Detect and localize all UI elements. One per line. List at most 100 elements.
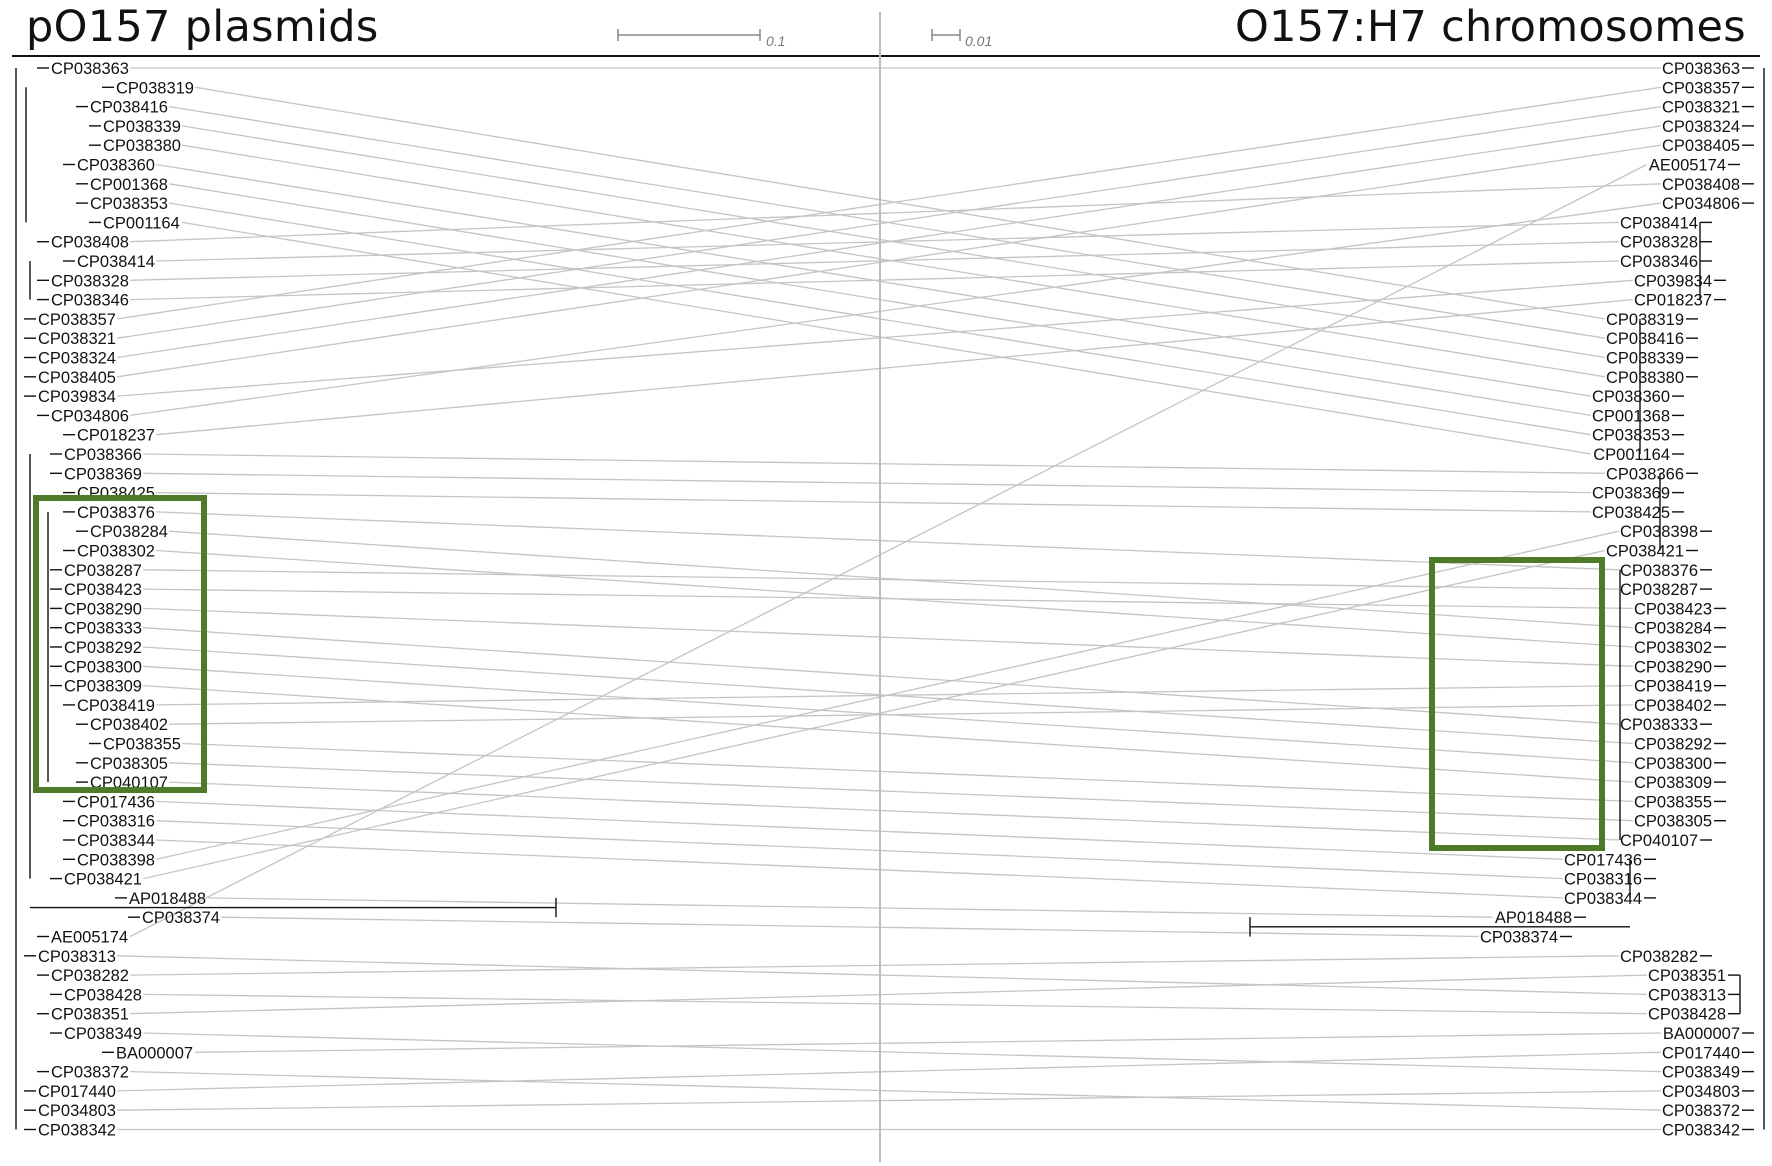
- right-leaf-label: CP038284: [1634, 620, 1712, 638]
- left-scale-bar: 0.1: [617, 29, 785, 49]
- right-leaf-label: CP038339: [1606, 350, 1684, 368]
- right-leaf-label: CP038363: [1662, 60, 1740, 78]
- left-leaf-label: CP038376: [77, 504, 155, 522]
- left-leaf-label: CP038398: [77, 851, 155, 869]
- connector-CP017436: [156, 800, 1563, 860]
- connector-CP017440: [117, 1051, 1661, 1092]
- left-leaf-label: CP038374: [142, 909, 220, 927]
- connector-CP038282: [130, 955, 1619, 976]
- right-leaf-label: CP038423: [1634, 600, 1712, 618]
- connector-CP038374: [221, 916, 1479, 938]
- connector-CP018237: [156, 298, 1633, 436]
- right-leaf-label: CP017436: [1564, 851, 1642, 869]
- right-tree: CP038363CP038357CP038321CP038324CP038405…: [1249, 60, 1765, 1140]
- left-leaf-label: CP038414: [77, 253, 155, 271]
- connector-CP038425: [156, 491, 1591, 513]
- connector-CP038287: [143, 569, 1619, 590]
- connector-CP039834: [117, 279, 1633, 397]
- left-highlight-box: [33, 495, 207, 793]
- left-leaf-label: CP038405: [38, 369, 116, 387]
- left-leaf-label: CP017436: [77, 793, 155, 811]
- connector-CP038309: [143, 684, 1633, 783]
- left-leaf-label: CP038351: [51, 1006, 129, 1024]
- right-leaf-label: CP038333: [1620, 716, 1698, 734]
- left-leaf-label: CP038284: [90, 523, 168, 541]
- right-leaf-label: CP038290: [1634, 658, 1712, 676]
- connector-CP040107: [169, 781, 1619, 841]
- right-leaf-label: CP038342: [1662, 1122, 1740, 1140]
- left-leaf-label: CP038309: [64, 678, 142, 696]
- right-leaf-label: CP038360: [1592, 388, 1670, 406]
- right-leaf-label: CP038305: [1634, 813, 1712, 831]
- left-leaf-label: CP038366: [64, 446, 142, 464]
- right-leaf-label: CP038428: [1648, 1006, 1726, 1024]
- right-leaf-label: CP040107: [1620, 832, 1698, 850]
- right-leaf-label: CP034806: [1662, 195, 1740, 213]
- right-leaf-label: CP017440: [1662, 1044, 1740, 1062]
- connector-CP038369: [143, 472, 1591, 494]
- right-leaf-label: CP038408: [1662, 176, 1740, 194]
- left-leaf-label: CP038333: [64, 620, 142, 638]
- connector-CP038316: [156, 820, 1563, 880]
- connector-CP034803: [117, 1090, 1661, 1111]
- connector-CP038321: [117, 105, 1661, 339]
- right-leaf-label: CP038355: [1634, 793, 1712, 811]
- left-leaf-label: BA000007: [116, 1044, 193, 1062]
- connector-CP038349: [143, 1032, 1661, 1073]
- right-leaf-label: AP018488: [1495, 909, 1572, 927]
- left-leaf-label: CP038302: [77, 543, 155, 561]
- right-leaf-label: CP038416: [1606, 330, 1684, 348]
- left-leaf-label: CP038402: [90, 716, 168, 734]
- right-leaf-label: CP038374: [1480, 929, 1558, 947]
- connector-CP034806: [130, 202, 1661, 417]
- left-leaf-label: CP038300: [64, 658, 142, 676]
- connector-CP038290: [143, 607, 1633, 667]
- right-leaf-label: BA000007: [1663, 1025, 1740, 1043]
- left-leaf-label: CP034803: [38, 1102, 116, 1120]
- right-leaf-label: CP038376: [1620, 562, 1698, 580]
- left-leaf-label: CP001164: [103, 214, 180, 232]
- left-leaf-label: CP039834: [38, 388, 116, 406]
- connector-CP038421: [143, 549, 1605, 880]
- right-leaf-label: CP038344: [1564, 890, 1642, 908]
- connector-CP038402: [169, 704, 1633, 725]
- right-leaf-label: AE005174: [1649, 157, 1726, 175]
- connector-CP038313: [117, 955, 1647, 996]
- right-leaf-label: CP038316: [1564, 871, 1642, 889]
- left-leaf-label: CP038353: [90, 195, 168, 213]
- left-leaf-label: CP038369: [64, 465, 142, 483]
- connector-CP038366: [143, 453, 1605, 474]
- left-leaf-label: CP038292: [64, 639, 142, 657]
- connector-CP038408: [130, 183, 1661, 243]
- right-leaf-label: CP038351: [1648, 967, 1726, 985]
- left-leaf-label: CP038408: [51, 234, 129, 252]
- connector-AE005174: [129, 163, 1648, 938]
- left-leaf-label: CP038355: [103, 736, 181, 754]
- connector-CP038328: [130, 241, 1619, 281]
- right-leaf-label: CP038324: [1662, 118, 1740, 136]
- left-leaf-label: CP038416: [90, 99, 168, 117]
- left-leaf-label: CP038419: [77, 697, 155, 715]
- left-leaf-label: CP017440: [38, 1083, 116, 1101]
- connector-CP038357: [117, 86, 1661, 320]
- right-leaf-label: CP038369: [1592, 485, 1670, 503]
- left-leaf-label: CP038421: [64, 871, 142, 889]
- left-leaf-label: CP038428: [64, 986, 142, 1004]
- right-leaf-label: CP038302: [1634, 639, 1712, 657]
- right-leaf-label: CP038287: [1620, 581, 1698, 599]
- left-leaf-label: CP038339: [103, 118, 181, 136]
- right-leaf-label: CP038405: [1662, 137, 1740, 155]
- right-scale-label: 0.01: [965, 33, 992, 49]
- connector-CP038319: [195, 86, 1605, 320]
- right-leaf-label: CP038419: [1634, 678, 1712, 696]
- left-leaf-label: CP038290: [64, 600, 142, 618]
- connector-CP038405: [117, 144, 1661, 378]
- left-leaf-label: CP038372: [51, 1064, 129, 1082]
- right-leaf-label: CP038313: [1648, 986, 1726, 1004]
- left-leaf-label: CP038328: [51, 272, 129, 290]
- right-leaf-label: CP038421: [1606, 543, 1684, 561]
- left-leaf-label: CP001368: [90, 176, 168, 194]
- right-highlight-box: [1429, 557, 1605, 851]
- left-leaf-label: CP038313: [38, 948, 116, 966]
